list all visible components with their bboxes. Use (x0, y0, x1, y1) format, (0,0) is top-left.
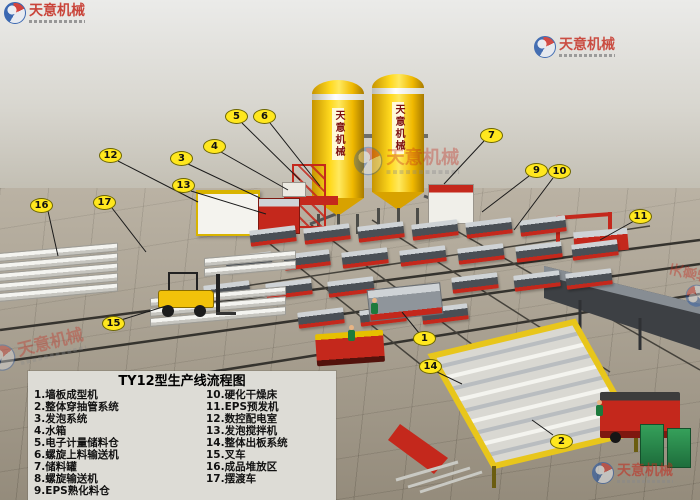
silo-band (372, 88, 424, 94)
callout-3: 3 (170, 151, 193, 166)
silo-brand-label: 天意机械 (332, 108, 344, 160)
legend-item: 4.水箱 (34, 425, 67, 437)
callout-14: 14 (419, 359, 442, 374)
callout-10: 10 (548, 164, 571, 179)
forklift-fork (216, 312, 236, 315)
legend-item: 7.储料罐 (34, 461, 77, 473)
legend-item: 1.墙板成型机 (34, 389, 98, 401)
callout-17: 17 (93, 195, 116, 210)
callout-2: 2 (550, 434, 573, 449)
legend-item: 10.硬化干燥床 (206, 389, 278, 401)
legend-item: 13.发泡搅拌机 (206, 425, 278, 437)
forklift (158, 272, 238, 322)
silo-dome (312, 80, 364, 94)
callout-6: 6 (253, 109, 276, 124)
callout-4: 4 (203, 139, 226, 154)
legend-item: 17.摆渡车 (206, 473, 257, 485)
silo-cone (372, 192, 424, 210)
forklift-wheel (162, 305, 174, 317)
silo-band (312, 94, 364, 100)
legend-item: 5.电子计量储料仓 (34, 437, 119, 449)
legend-item: 12.数控配电室 (206, 413, 278, 425)
legend-item: 11.EPS预发机 (206, 401, 279, 413)
forklift-wheel (194, 305, 206, 317)
callout-15: 15 (102, 316, 125, 331)
legend-item: 6.螺旋上料输送机 (34, 449, 119, 461)
callout-5: 5 (225, 109, 248, 124)
legend-item: 9.EPS熟化料仓 (34, 485, 110, 497)
legend-item: 15.叉车 (206, 449, 246, 461)
silo-catwalk (312, 134, 428, 138)
silo-body: 天意机械 (372, 94, 424, 192)
callout-16: 16 (30, 198, 53, 213)
callout-11: 11 (629, 209, 652, 224)
storage-tank (428, 184, 474, 224)
mixer-platform (284, 196, 338, 205)
callout-12: 12 (99, 148, 122, 163)
worker (348, 325, 355, 341)
legend-item: 3.发泡系统 (34, 413, 88, 425)
silo-legs (372, 208, 424, 228)
control-room (196, 190, 260, 236)
legend-item: 2.整体穿抽管系统 (34, 401, 119, 413)
legend-item: 8.螺旋输送机 (34, 473, 98, 485)
callout-7: 7 (480, 128, 503, 143)
legend-item: 16.成品堆放区 (206, 461, 278, 473)
silo-brand-label: 天意机械 (392, 102, 404, 154)
cement-silo-right: 天意机械 (372, 74, 424, 228)
worker (596, 400, 603, 416)
forklift-mast (216, 274, 220, 314)
silo-dome (372, 74, 424, 88)
electric-cabinet (667, 428, 691, 468)
electric-cabinet (640, 424, 664, 466)
legend-title: TY12型生产线流程图 (118, 374, 246, 389)
callout-13: 13 (172, 178, 195, 193)
legend-item: 14.整体出板系统 (206, 437, 288, 449)
water-tank (282, 182, 306, 197)
forklift-roof (168, 272, 198, 292)
callout-9: 9 (525, 163, 548, 178)
worker (371, 298, 378, 314)
callout-1: 1 (413, 331, 436, 346)
